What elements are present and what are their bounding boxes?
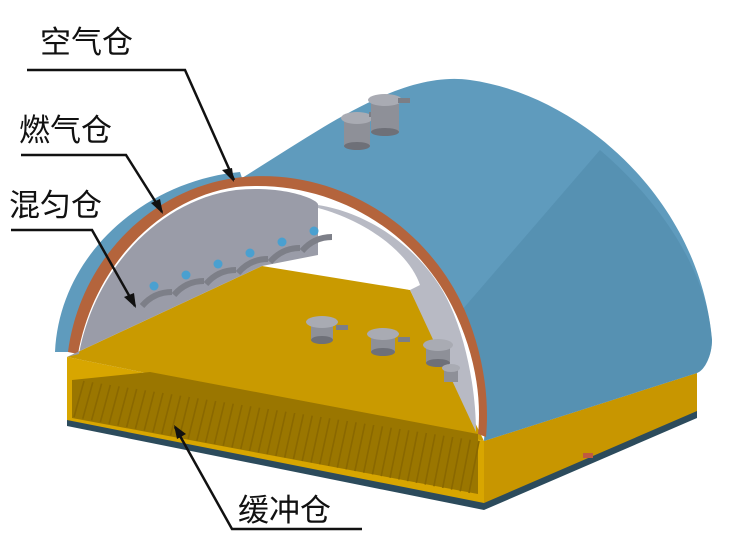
label-mixing-chamber: 混匀仓 bbox=[9, 188, 102, 224]
label-fuel-chamber: 燃气仓 bbox=[19, 113, 112, 149]
grille-slat bbox=[441, 436, 454, 489]
grille-slat bbox=[362, 424, 375, 473]
grille-slat bbox=[424, 434, 436, 485]
side-fitting bbox=[583, 453, 593, 458]
base-top-deck bbox=[67, 266, 484, 441]
inner-wall bbox=[67, 188, 319, 357]
grille-slat bbox=[196, 399, 208, 441]
leader-mixing-chamber bbox=[11, 228, 137, 307]
nozzle-tube bbox=[267, 245, 301, 265]
nozzle-tip bbox=[245, 248, 255, 258]
grille-slat bbox=[161, 394, 173, 435]
dome-opening bbox=[318, 208, 420, 290]
grille-slat bbox=[248, 407, 261, 451]
grille-slat bbox=[257, 408, 270, 453]
grille-slat bbox=[117, 387, 129, 426]
grille-slat bbox=[406, 431, 419, 482]
arrow-fuel-chamber bbox=[151, 199, 163, 214]
grille-slat bbox=[108, 386, 120, 424]
nozzle-tip bbox=[277, 237, 287, 247]
grille-slat bbox=[354, 423, 366, 472]
nozzle-tube bbox=[139, 289, 173, 309]
arrow-buffer-chamber bbox=[174, 425, 186, 439]
dome-shade bbox=[462, 150, 712, 441]
grille-slat bbox=[222, 403, 235, 446]
grille-slat bbox=[204, 400, 217, 443]
grille-slat bbox=[459, 439, 472, 492]
grille-slat bbox=[99, 384, 112, 423]
nozzle-tip bbox=[181, 270, 191, 280]
nozzle-tube bbox=[235, 256, 269, 276]
buffer-grille bbox=[73, 380, 480, 494]
nozzle-row bbox=[139, 226, 333, 309]
grille-slat bbox=[82, 382, 94, 419]
grille-slat bbox=[275, 411, 287, 457]
grille-slat bbox=[152, 392, 164, 433]
grille-slat bbox=[231, 404, 243, 448]
leader-buffer-chamber bbox=[173, 426, 362, 531]
deck-valve-4 bbox=[442, 364, 460, 382]
grille-slat bbox=[143, 391, 155, 431]
arrow-air-chamber bbox=[222, 168, 234, 182]
leader-air-chamber bbox=[27, 68, 236, 181]
grille-slat bbox=[345, 422, 357, 470]
grille-slat bbox=[301, 415, 314, 462]
grille-slat bbox=[266, 410, 278, 455]
grille-slat bbox=[415, 432, 428, 484]
grille-slat bbox=[327, 419, 340, 467]
leader-fuel-chamber bbox=[21, 153, 164, 213]
bottom-plate bbox=[67, 411, 697, 510]
nozzle-tube bbox=[299, 234, 333, 254]
grille-slat bbox=[433, 435, 445, 487]
base-right-face bbox=[484, 373, 697, 505]
grille-slat bbox=[336, 420, 349, 468]
nozzle-tube bbox=[203, 267, 237, 287]
deck-valve-2 bbox=[367, 328, 410, 356]
arrow-mixing-chamber bbox=[124, 293, 136, 308]
grille-slat bbox=[318, 418, 331, 465]
nozzle-tip bbox=[213, 259, 223, 269]
grille-slat bbox=[450, 438, 463, 490]
grille-slat bbox=[380, 427, 393, 477]
deck-valve-3 bbox=[423, 339, 453, 367]
grille-slat bbox=[468, 440, 480, 494]
grille-slat bbox=[134, 390, 147, 430]
grille-slat bbox=[187, 398, 199, 440]
grille-slat bbox=[169, 395, 182, 436]
deck-valve-1 bbox=[306, 316, 348, 344]
nozzle-tip bbox=[309, 226, 319, 236]
grille-slat bbox=[239, 406, 252, 450]
grille-slat bbox=[90, 383, 103, 421]
grille-slat bbox=[283, 412, 296, 458]
buffer-opening bbox=[72, 372, 478, 494]
grille-slat bbox=[213, 402, 226, 445]
top-valve-2 bbox=[368, 94, 410, 136]
label-buffer-chamber: 缓冲仓 bbox=[238, 493, 331, 529]
grille-slat bbox=[73, 380, 85, 418]
grille-slat bbox=[397, 430, 410, 480]
label-air-chamber: 空气仓 bbox=[40, 25, 133, 61]
grille-slat bbox=[125, 388, 138, 428]
grille-slat bbox=[371, 426, 384, 475]
nozzle-tube bbox=[171, 278, 205, 298]
nozzle-tip bbox=[149, 281, 159, 291]
grille-slat bbox=[310, 416, 322, 463]
grille-slat bbox=[389, 428, 401, 478]
grille-slat bbox=[292, 414, 305, 460]
